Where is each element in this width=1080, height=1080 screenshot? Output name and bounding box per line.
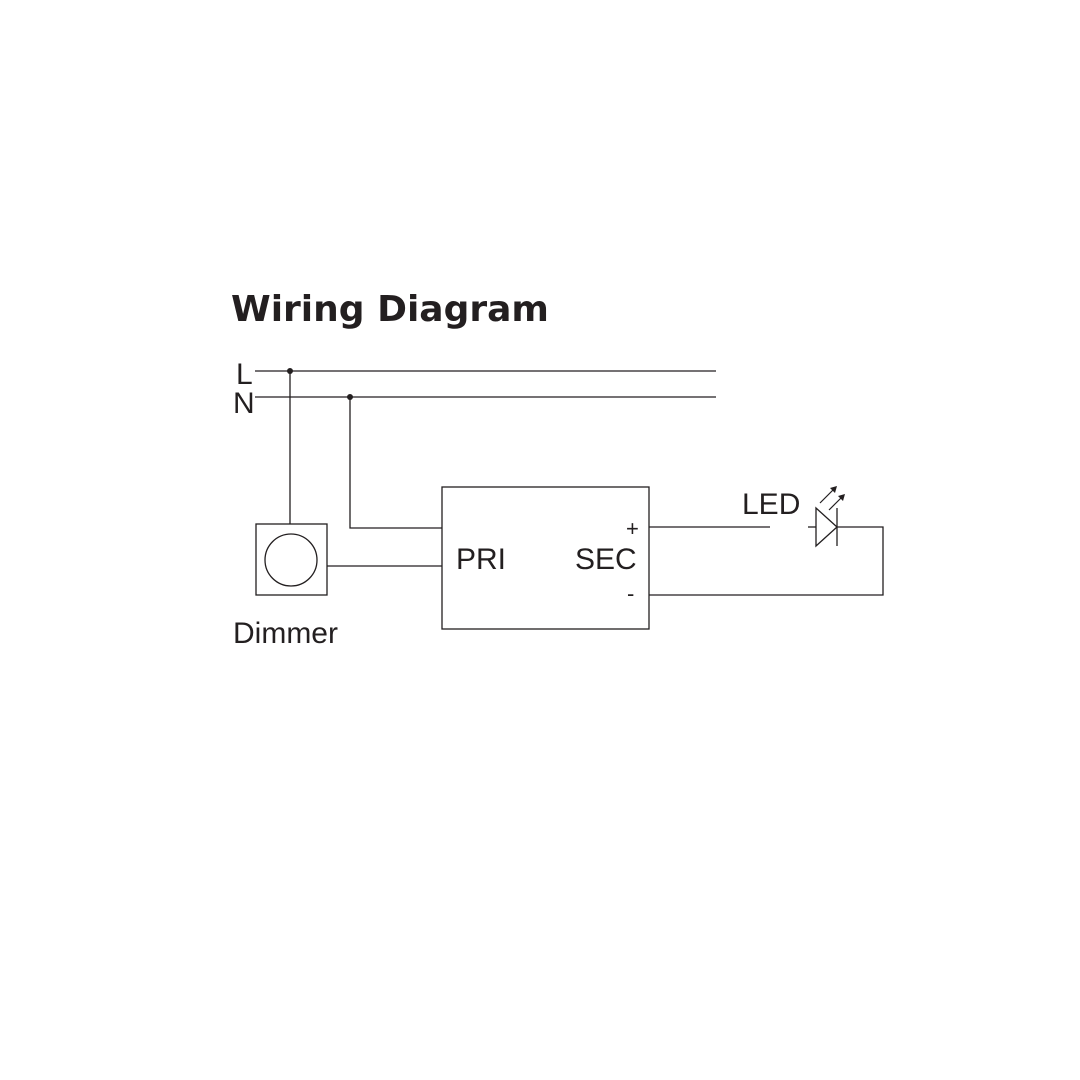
- driver-plus-label: +: [626, 516, 639, 541]
- led-label: LED: [742, 488, 800, 521]
- led-diode-icon: [808, 486, 845, 548]
- diagram-title: Wiring Diagram: [231, 289, 549, 330]
- led-triangle: [815, 506, 838, 548]
- live-label: L: [236, 358, 253, 391]
- led-arrow-2: [828, 497, 842, 511]
- neutral-label: N: [233, 387, 255, 420]
- driver-secondary-label: SEC: [575, 543, 637, 576]
- driver-box: [441, 486, 650, 630]
- dimmer-knob-icon: [255, 523, 328, 596]
- led-arrow-2-head: [838, 494, 845, 501]
- led-arrow-1-head: [830, 486, 837, 493]
- driver-minus-label: -: [627, 581, 634, 606]
- dimmer-knob: [264, 533, 318, 587]
- negative-return-wire: [649, 526, 884, 596]
- led-arrow-1: [819, 489, 834, 504]
- neutral-to-driver-wire: [349, 397, 442, 529]
- dimmer-label: Dimmer: [233, 617, 338, 650]
- driver-primary-label: PRI: [456, 543, 506, 576]
